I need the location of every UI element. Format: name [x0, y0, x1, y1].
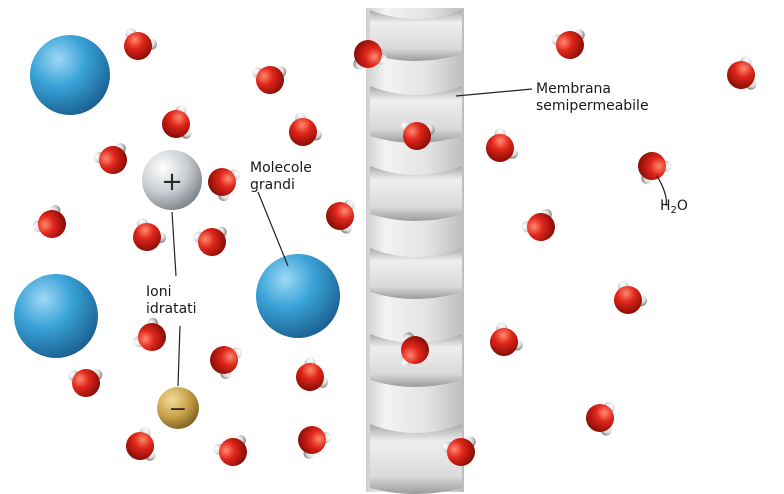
- large-molecule: [14, 274, 98, 358]
- oxygen-atom: [124, 32, 152, 60]
- large-molecule-leader-line: [257, 191, 289, 267]
- water-label-o: O: [676, 198, 688, 214]
- ions-label-line1: Ioni: [146, 284, 172, 300]
- water-label: H2O: [660, 198, 688, 219]
- water-label-h: H: [660, 198, 671, 214]
- membrane: [366, 8, 464, 494]
- oxygen-atom: [72, 369, 100, 397]
- water-molecule: [727, 56, 757, 90]
- ions-leader-line-bottom: [177, 325, 181, 387]
- oxygen-atom: [210, 346, 238, 374]
- oxygen-atom: [208, 168, 236, 196]
- oxygen-atom: [99, 146, 127, 174]
- water-molecule: [490, 322, 523, 356]
- ions-label-line2: idratati: [146, 301, 197, 317]
- large-molecule: [30, 35, 110, 115]
- water-molecule: [614, 281, 648, 314]
- water-molecule: [68, 369, 103, 397]
- water-molecule: [486, 128, 519, 162]
- ions: [142, 150, 202, 429]
- oxygen-atom: [556, 31, 584, 59]
- cation: [142, 150, 202, 210]
- water-molecule: [213, 435, 247, 466]
- large-molecules-label-line1: Molecole: [250, 160, 312, 176]
- large-molecule: [256, 254, 340, 338]
- large-molecules-label-line2: grandi: [250, 177, 295, 193]
- membrane-segment: [370, 248, 462, 299]
- membrane-segment: [370, 424, 462, 494]
- ions-leader-line-top: [171, 211, 177, 277]
- water-label-sub: 2: [670, 205, 677, 216]
- oxygen-atom: [638, 152, 666, 180]
- oxygen-atom: [298, 426, 326, 454]
- oxygen-atom: [289, 118, 317, 146]
- water-leader-line: [656, 175, 667, 207]
- water-molecules: [32, 28, 757, 466]
- oxygen-atom: [727, 61, 755, 89]
- oxygen-atom: [486, 134, 514, 162]
- water-molecule: [296, 357, 329, 391]
- oxygen-atom: [38, 210, 66, 238]
- water-molecule: [208, 168, 240, 201]
- oxygen-atom: [447, 438, 475, 466]
- water-molecule: [326, 199, 355, 234]
- membrane-segment: [370, 86, 462, 143]
- water-molecule: [400, 332, 429, 367]
- oxygen-atom: [403, 122, 431, 150]
- oxygen-atom: [490, 328, 518, 356]
- water-molecule: [551, 29, 585, 59]
- oxygen-atom: [138, 323, 166, 351]
- water-molecule: [442, 436, 476, 466]
- oxygen-atom: [326, 202, 354, 230]
- water-molecule: [252, 66, 287, 94]
- oxygen-atom: [198, 228, 226, 256]
- water-molecule: [298, 426, 332, 459]
- membrane-label: Membrana semipermeabile: [536, 81, 649, 115]
- water-molecule: [521, 208, 555, 241]
- oxygen-atom: [614, 286, 642, 314]
- large-molecules-label: Molecole grandi: [250, 160, 312, 194]
- membrane-segment: [370, 10, 462, 61]
- water-molecule: [162, 105, 192, 139]
- membrane-label-line2: semipermeabile: [536, 98, 649, 114]
- oxygen-atom: [126, 432, 154, 460]
- large-molecules: [14, 35, 340, 358]
- oxygen-atom: [133, 223, 161, 251]
- membrane-leader-line: [455, 88, 533, 97]
- membrane-label-line1: Membrana: [536, 81, 612, 97]
- water-molecule: [586, 401, 615, 436]
- oxygen-atom: [256, 66, 284, 94]
- water-molecule: [133, 317, 166, 351]
- anion-sign: −: [169, 397, 187, 422]
- water-molecule: [638, 152, 672, 185]
- oxygen-atom: [586, 404, 614, 432]
- cation-sign: +: [161, 167, 183, 197]
- water-molecule: [93, 143, 127, 174]
- membrane-segment: [370, 166, 462, 221]
- water-molecule: [400, 121, 435, 150]
- water-molecule: [32, 205, 66, 238]
- oxygen-atom: [354, 40, 382, 68]
- oxygen-atom: [162, 110, 190, 138]
- water-molecule: [133, 218, 167, 251]
- water-molecule: [126, 427, 156, 461]
- oxygen-atom: [296, 363, 324, 391]
- water-molecule: [353, 40, 387, 70]
- water-molecule: [289, 112, 322, 146]
- oxygen-atom: [219, 438, 247, 466]
- water-molecule: [124, 28, 157, 60]
- oxygen-atom: [401, 336, 429, 364]
- water-molecule: [210, 346, 242, 379]
- water-molecule: [193, 226, 227, 256]
- oxygen-atom: [527, 213, 555, 241]
- membrane-wall: [366, 8, 464, 492]
- ions-label: Ioni idratati: [146, 284, 197, 318]
- anion: [157, 387, 199, 429]
